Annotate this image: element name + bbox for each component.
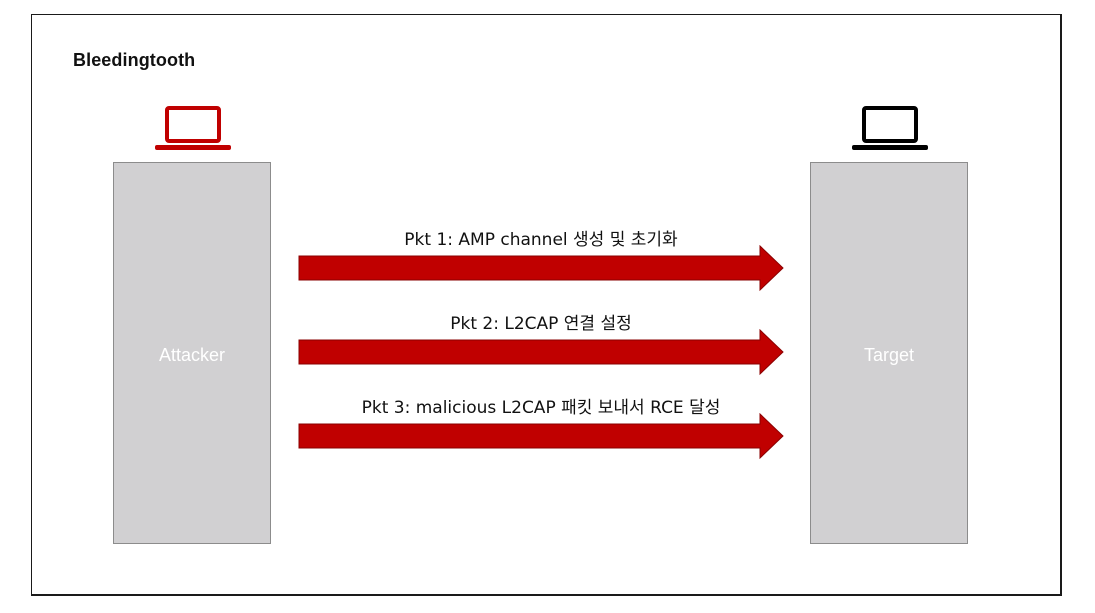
packet-1-arrow-icon [298, 245, 784, 292]
packet-2-arrow-icon [298, 329, 784, 376]
attacker-laptop-icon [154, 106, 232, 152]
attacker-label: Attacker [158, 345, 226, 365]
target-box: Target [810, 162, 968, 544]
packet-2-label: Pkt 2: L2CAP 연결 설정 [450, 314, 632, 334]
packet-1-label: Pkt 1: AMP channel 생성 및 초기화 [404, 230, 678, 250]
attacker-box: Attacker [113, 162, 271, 544]
target-label: Target [863, 345, 915, 365]
packet-3-arrow-icon [298, 413, 784, 460]
packet-3-label: Pkt 3: malicious L2CAP 패킷 보내서 RCE 달성 [361, 398, 721, 418]
diagram-title: Bleedingtooth [73, 50, 196, 70]
target-laptop-icon [851, 106, 929, 152]
